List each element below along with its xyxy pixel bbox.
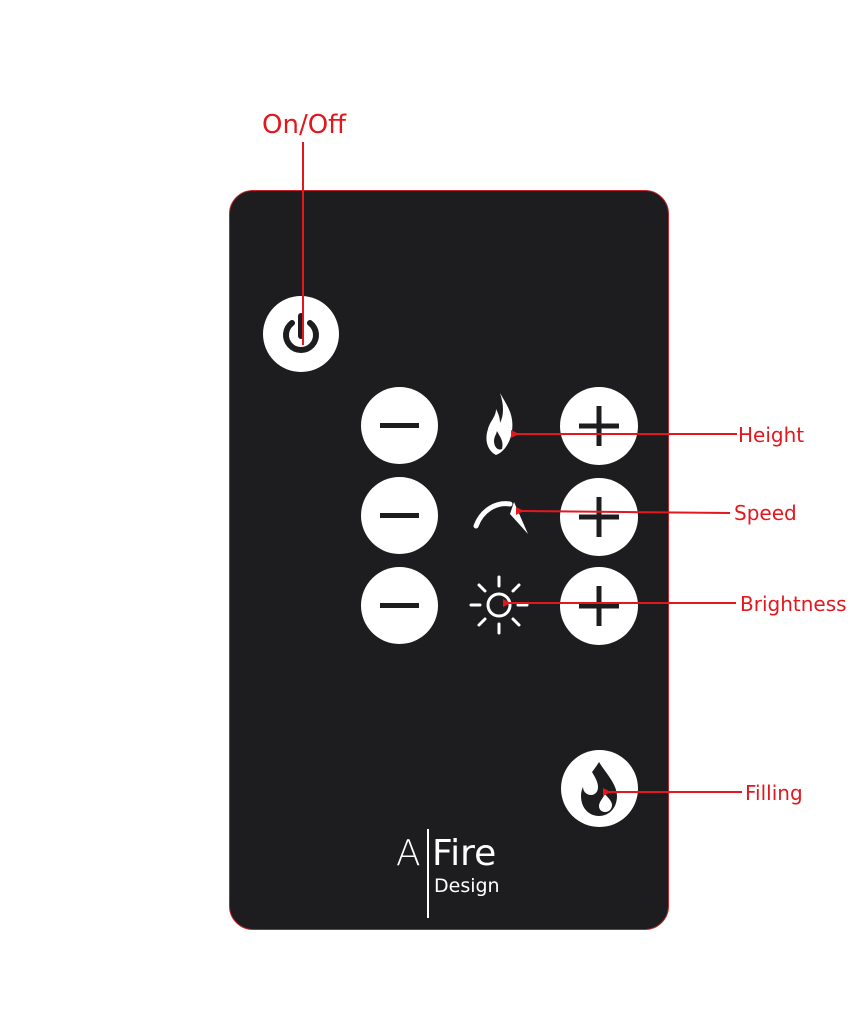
height-plus-button[interactable] xyxy=(560,387,638,465)
sun-icon xyxy=(469,575,529,635)
logo-word-fire: Fire xyxy=(432,833,497,874)
minus-icon xyxy=(380,513,419,518)
flame-icon xyxy=(486,393,513,455)
speed-gauge-icon xyxy=(473,501,528,534)
filling-label: Filling xyxy=(745,781,803,805)
on-off-label: On/Off xyxy=(262,110,347,140)
logo-divider xyxy=(427,829,429,918)
height-minus-button[interactable] xyxy=(361,387,438,464)
logo-letter-a: A xyxy=(396,833,421,874)
speed-callout-line xyxy=(515,506,731,515)
power-icon xyxy=(283,313,319,353)
brightness-minus-button[interactable] xyxy=(361,567,438,644)
height-label: Height xyxy=(738,423,805,447)
speed-plus-button[interactable] xyxy=(560,478,638,556)
plus-icon xyxy=(579,406,619,446)
water-drop-icon xyxy=(581,762,617,816)
plus-icon xyxy=(579,586,619,626)
plus-icon xyxy=(579,497,619,537)
afire-design-logo: A Fire Design xyxy=(396,829,516,918)
minus-icon xyxy=(380,603,419,608)
speed-label: Speed xyxy=(734,501,797,525)
minus-icon xyxy=(380,423,419,428)
brightness-plus-button[interactable] xyxy=(560,567,638,645)
filling-button[interactable] xyxy=(561,750,638,827)
power-button[interactable] xyxy=(263,296,339,372)
brightness-label: Brightness xyxy=(740,592,847,616)
speed-minus-button[interactable] xyxy=(361,477,438,554)
logo-word-design: Design xyxy=(434,875,500,897)
